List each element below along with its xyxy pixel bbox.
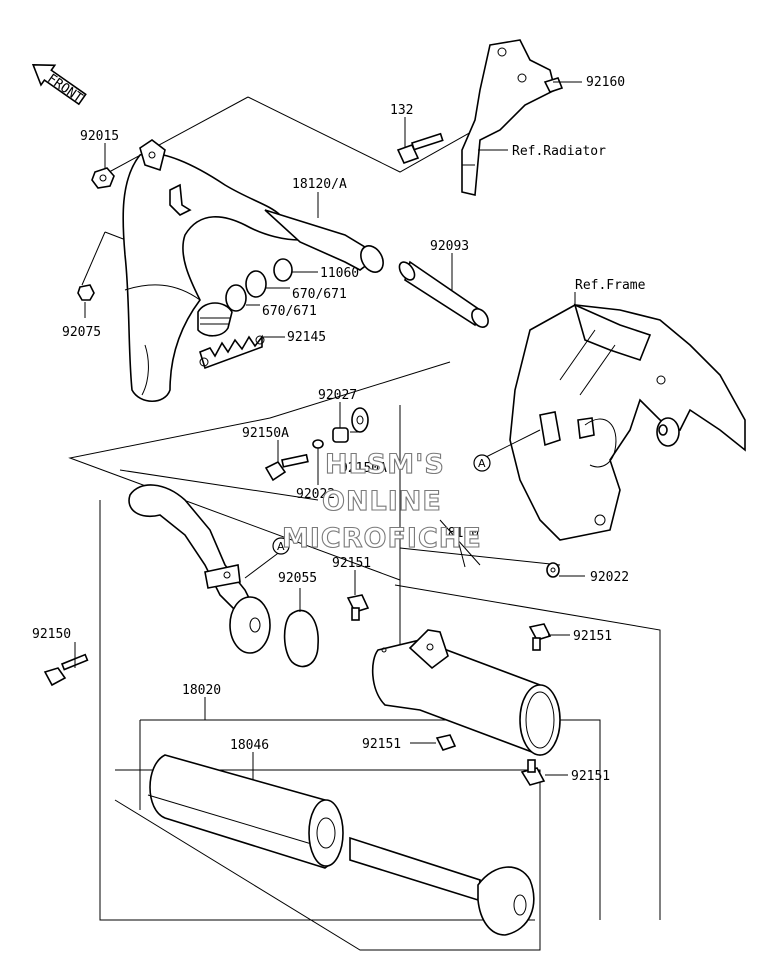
header-pipe-18120a xyxy=(122,139,384,403)
watermark-line-3: MICROFICHE xyxy=(282,523,482,554)
label-92151-b: 92151 xyxy=(573,629,612,644)
label-92027: 92027 xyxy=(318,388,357,403)
label-92055: 92055 xyxy=(278,571,317,586)
nut-92075 xyxy=(77,284,95,301)
silencer-core-18046 xyxy=(147,754,535,936)
gasket-92055 xyxy=(283,609,319,668)
label-18100: 18100 xyxy=(440,526,479,541)
label-ref-radiator: Ref.Radiator xyxy=(512,144,606,159)
bolt-92150 xyxy=(43,653,89,687)
o-rings xyxy=(225,258,293,312)
ref-marker-a-frame: A xyxy=(473,454,491,472)
ref-frame xyxy=(509,303,746,541)
connecting-pipe xyxy=(128,484,271,654)
label-670-671-b: 670/671 xyxy=(262,304,317,319)
label-92145: 92145 xyxy=(287,330,326,345)
silencer-18100 xyxy=(371,629,561,756)
label-92151-d: 92151 xyxy=(571,769,610,784)
label-18046: 18046 xyxy=(230,738,269,753)
rubber-joint xyxy=(197,302,233,337)
watermark-line-2: ONLINE xyxy=(322,486,442,517)
label-92150: 92150 xyxy=(32,627,71,642)
label-92022-a: 92022 xyxy=(296,487,335,502)
part-labels: 92160 132 Ref.Radiator 92015 18120/A 920… xyxy=(32,75,646,784)
mounting-bracket-92160 xyxy=(461,39,564,196)
bushing-set-92027 xyxy=(312,407,369,449)
washer-92022 xyxy=(546,562,560,578)
sleeve-92093 xyxy=(398,260,489,328)
label-18120a: 18120/A xyxy=(292,177,347,192)
label-92093: 92093 xyxy=(430,239,469,254)
label-ref-frame: Ref.Frame xyxy=(575,278,646,293)
bolt-92151-a xyxy=(346,594,370,621)
label-92015: 92015 xyxy=(80,129,119,144)
spring-92145 xyxy=(199,334,265,370)
leader-lines xyxy=(74,81,585,780)
bolt-92151-b xyxy=(528,623,552,651)
label-11060: 11060 xyxy=(320,266,359,281)
watermark-line-1: HLSM'S xyxy=(325,449,445,480)
bolt-92150a xyxy=(264,453,309,482)
label-92075: 92075 xyxy=(62,325,101,340)
front-arrow-badge: FRONT xyxy=(31,64,87,106)
label-92151-a: 92151 xyxy=(332,556,371,571)
group-outlines xyxy=(68,81,661,951)
label-132: 132 xyxy=(390,103,413,118)
bolt-92151-d xyxy=(520,759,546,786)
label-92022-b: 92022 xyxy=(590,570,629,585)
nut-92015 xyxy=(91,167,115,189)
watermark: HLSM'S ONLINE MICROFICHE xyxy=(281,448,482,554)
label-92150a-b: 92150A xyxy=(340,461,387,476)
label-18020: 18020 xyxy=(182,683,221,698)
front-badge-text: FRONT xyxy=(44,71,85,106)
label-92151-c: 92151 xyxy=(362,737,401,752)
svg-text:A: A xyxy=(277,540,285,553)
ref-marker-a-pipe: A xyxy=(272,537,290,555)
bolt-92151-c xyxy=(435,734,457,751)
svg-text:A: A xyxy=(478,457,486,470)
label-92160: 92160 xyxy=(586,75,625,90)
label-670-671-a: 670/671 xyxy=(292,287,347,302)
bolt-132 xyxy=(396,132,444,164)
label-92150a-a: 92150A xyxy=(242,426,289,441)
